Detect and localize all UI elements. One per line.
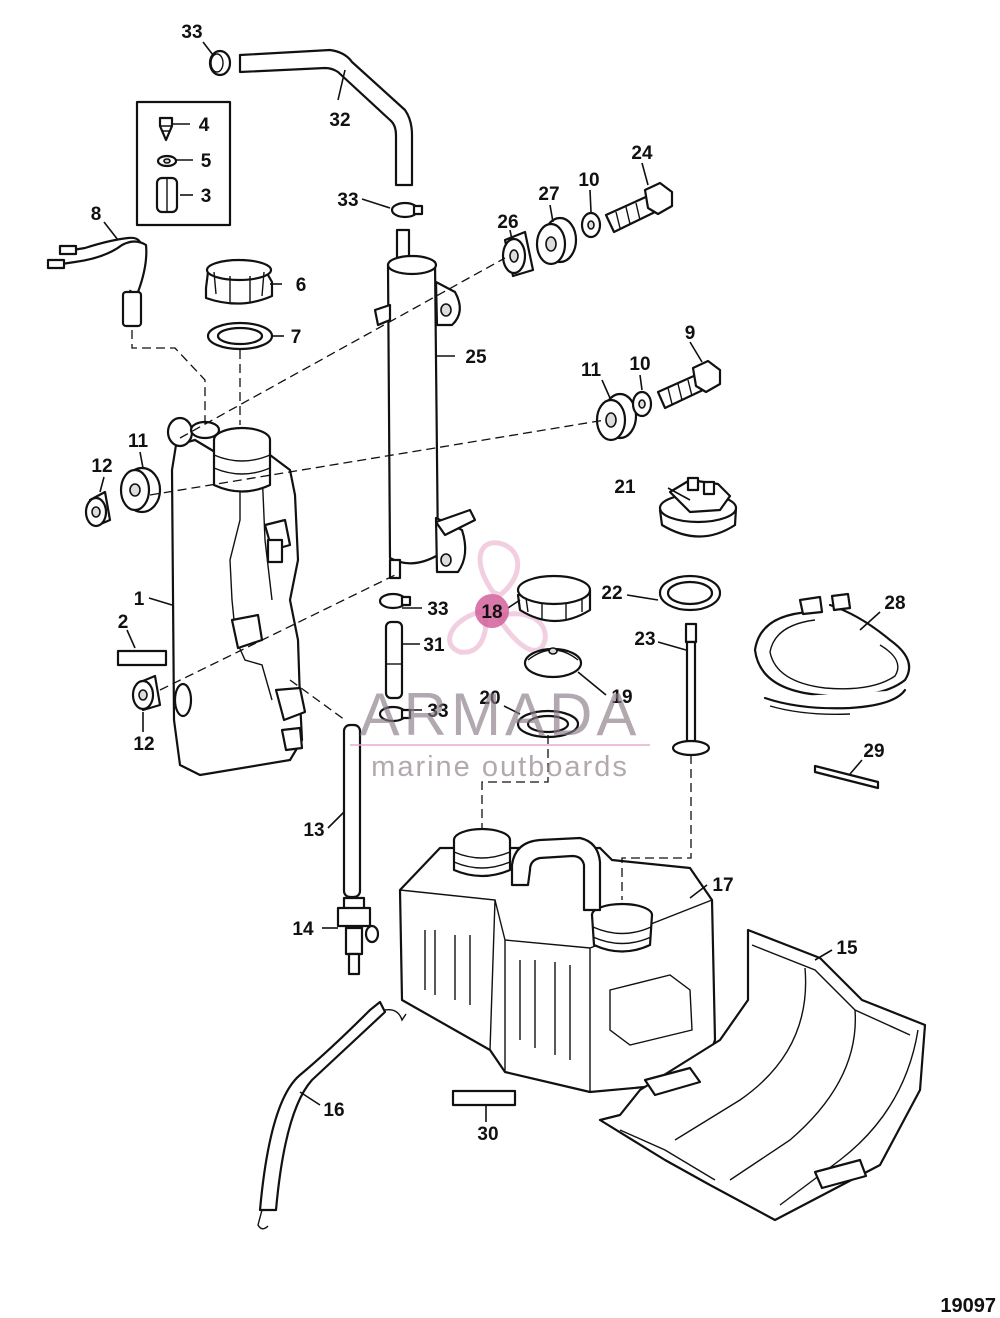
- callout-18: 18: [481, 602, 502, 623]
- bushing-12-lower: [131, 674, 162, 712]
- fuel-tank-17: [398, 827, 717, 1094]
- sensor-cap-21: [658, 476, 738, 538]
- callout-18-badge: 18: [475, 594, 509, 628]
- bolt-27: [604, 181, 674, 234]
- callout-17: 17: [712, 875, 733, 896]
- clamp-33-a: [390, 201, 424, 219]
- callout-19: 19: [611, 687, 632, 708]
- callout-23: 23: [634, 629, 655, 650]
- callout-13: 13: [303, 820, 324, 841]
- bolt-9: [656, 359, 722, 410]
- callout-27: 24: [631, 143, 653, 164]
- sensor-harness-8: [46, 236, 148, 328]
- callout-33: 33: [181, 22, 202, 43]
- label-decal-2: [116, 649, 168, 667]
- fill-cap-6: [204, 258, 274, 305]
- bushing-12-upper: [84, 490, 112, 528]
- oil-reservoir-1: [166, 416, 307, 777]
- callout-5: 5: [201, 151, 212, 172]
- clamp-33-c: [378, 705, 412, 723]
- callout-26: 30: [477, 1124, 498, 1145]
- callout-30: 27: [538, 184, 559, 205]
- callout-33: 33: [427, 599, 448, 620]
- watermark-brand: ARMADA: [360, 681, 641, 748]
- filter-assembly-28: [373, 228, 477, 580]
- cap-19: [523, 647, 583, 679]
- alignment-lines: [131, 257, 692, 900]
- callout-15: 15: [836, 938, 858, 959]
- callout-28: 25: [465, 347, 487, 368]
- tube-31: [384, 620, 404, 700]
- hose-coil-24: [753, 592, 911, 716]
- washer-10-mid: [631, 390, 653, 418]
- watermark-tagline: marine outboards: [371, 751, 629, 783]
- callout-12: 12: [133, 734, 154, 755]
- callout-22: 22: [601, 583, 622, 604]
- watermark: ARMADA marine outboards: [350, 681, 650, 783]
- callout-1: 1: [134, 589, 145, 610]
- callout-31: 31: [423, 635, 445, 656]
- grommet-11-left: [119, 466, 162, 514]
- label-decal-26: [451, 1089, 517, 1107]
- callout-33: 33: [337, 190, 358, 211]
- callout-4: 4: [199, 115, 210, 136]
- clamp-33-b: [378, 592, 412, 610]
- leader-lines: [99, 41, 881, 1122]
- callout-3: 3: [201, 186, 212, 207]
- pin-25: [813, 764, 880, 790]
- callout-16: 16: [323, 1100, 344, 1121]
- strap-16: [257, 1000, 407, 1230]
- callout-25: 29: [863, 741, 884, 762]
- armada-logo-icon: [447, 540, 548, 655]
- gasket-20: [516, 709, 580, 739]
- grommet-11-right: [595, 392, 638, 442]
- gasket-22: [658, 574, 722, 612]
- tank-cradle-15: [598, 928, 927, 1222]
- gasket-7: [206, 321, 274, 351]
- callout-20: 20: [479, 688, 500, 709]
- fill-cap-18: [516, 574, 592, 622]
- bushing-29: [501, 230, 535, 278]
- callout-12: 12: [91, 456, 112, 477]
- grommet-30: [535, 216, 578, 266]
- callout-21: 21: [614, 477, 636, 498]
- kit-box-3-4-5: [135, 100, 232, 227]
- callout-10: 10: [629, 354, 650, 375]
- figure-number: 19097: [940, 1295, 996, 1317]
- callout-24: 28: [884, 593, 905, 614]
- callout-14: 14: [292, 919, 314, 940]
- tube-13: [342, 723, 362, 899]
- callout-32: 32: [329, 110, 350, 131]
- callout-8: 8: [91, 204, 102, 225]
- callout-6: 6: [296, 275, 307, 296]
- washer-10-top: [580, 211, 602, 239]
- callout-29: 26: [497, 212, 518, 233]
- callout-33: 33: [427, 701, 448, 722]
- hose-32: [238, 48, 414, 187]
- callout-9: 9: [685, 323, 696, 344]
- callout-7: 7: [291, 327, 302, 348]
- pickup-tube-23: [671, 622, 711, 757]
- valve-14: [336, 896, 380, 976]
- callout-11: 11: [581, 360, 602, 381]
- callout-11: 11: [128, 431, 149, 452]
- clamp-33-top: [208, 49, 232, 77]
- callout-2: 2: [118, 612, 129, 633]
- callout-labels: 33 32 33 4 5 3 8 6 7 25 26 27 10 24 9 10…: [91, 22, 906, 1145]
- callout-10: 10: [578, 170, 599, 191]
